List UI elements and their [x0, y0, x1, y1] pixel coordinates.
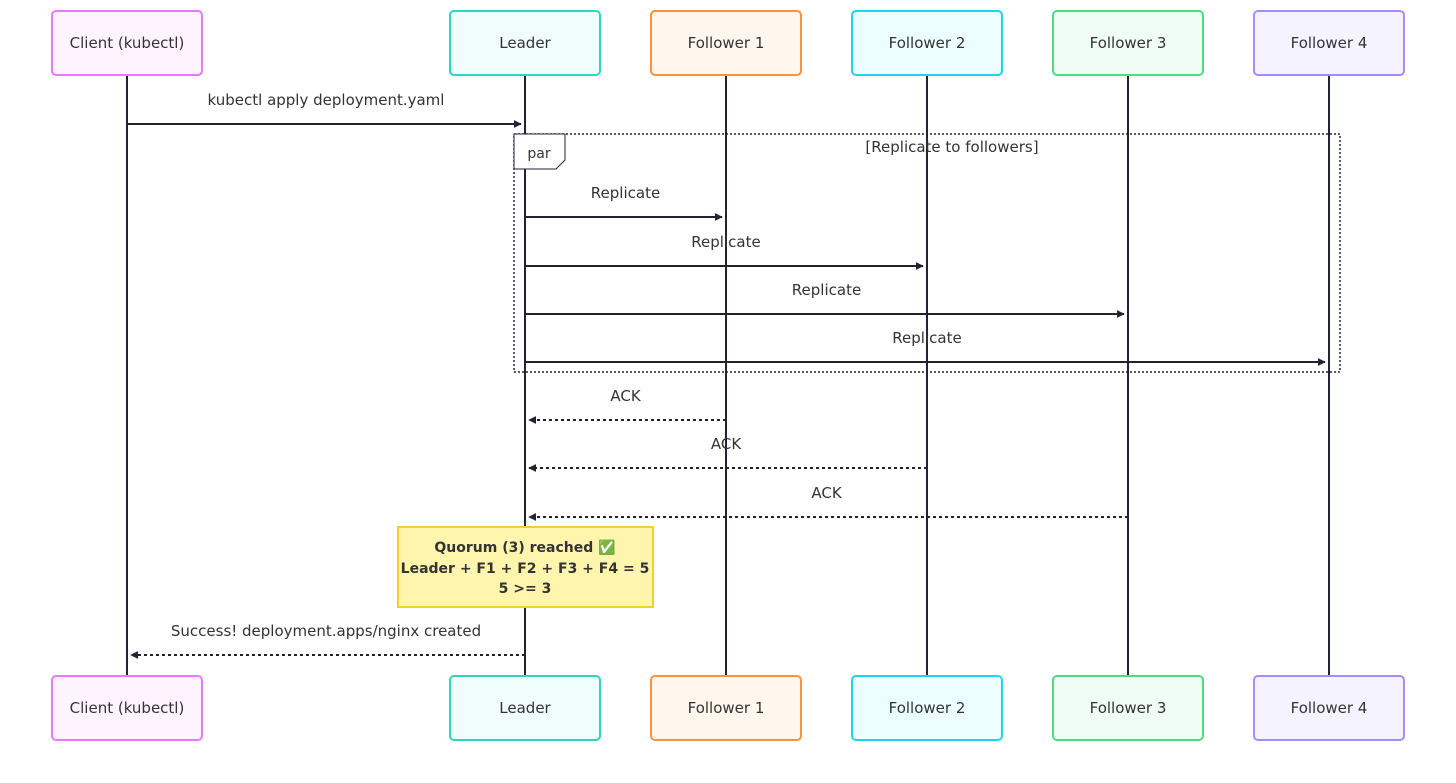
actor-label: Follower 1	[688, 34, 765, 52]
actor-label: Client (kubectl)	[70, 34, 185, 52]
message-2: Replicate	[525, 184, 723, 221]
messages: kubectl apply deployment.yamlReplicateRe…	[127, 91, 1326, 659]
actor-label: Follower 3	[1090, 699, 1167, 717]
actor-f3-top: Follower 3	[1052, 10, 1204, 76]
message-6: ACK	[528, 387, 726, 424]
actor-client-bottom: Client (kubectl)	[51, 675, 203, 741]
actor-leader-top: Leader	[449, 10, 601, 76]
actor-box	[1052, 675, 1204, 741]
actor-f2-top: Follower 2	[851, 10, 1003, 76]
actor-box	[650, 10, 802, 76]
message-9: Success! deployment.apps/nginx created	[130, 622, 525, 659]
quorum-note-line-1: Quorum (3) reached ✅	[434, 539, 615, 556]
actor-label: Client (kubectl)	[70, 699, 185, 717]
actor-label: Leader	[499, 699, 551, 717]
message-label: Success! deployment.apps/nginx created	[171, 622, 481, 640]
message-label: kubectl apply deployment.yaml	[208, 91, 445, 109]
message-5: Replicate	[525, 329, 1326, 366]
actor-box	[851, 10, 1003, 76]
actor-box	[449, 675, 601, 741]
actors: Client (kubectl)Client (kubectl)LeaderLe…	[51, 10, 1405, 741]
message-3: Replicate	[525, 233, 924, 270]
message-label: ACK	[610, 387, 641, 405]
actor-f4-top: Follower 4	[1253, 10, 1405, 76]
actor-box	[650, 675, 802, 741]
quorum-note-box	[397, 526, 654, 608]
actor-f2-bottom: Follower 2	[851, 675, 1003, 741]
par-frame-box	[513, 133, 1341, 373]
message-7: ACK	[528, 435, 927, 472]
actor-f4-bottom: Follower 4	[1253, 675, 1405, 741]
actor-box	[1253, 10, 1405, 76]
quorum-note: Quorum (3) reached ✅ Leader + F1 + F2 + …	[397, 526, 654, 608]
actor-label: Follower 2	[889, 699, 966, 717]
actor-f1-top: Follower 1	[650, 10, 802, 76]
actor-box	[851, 675, 1003, 741]
actor-client-top: Client (kubectl)	[51, 10, 203, 76]
actor-label: Follower 1	[688, 699, 765, 717]
actor-label: Follower 4	[1291, 699, 1368, 717]
par-frame-condition: [Replicate to followers]	[865, 138, 1038, 156]
actor-f1-bottom: Follower 1	[650, 675, 802, 741]
par-frame: par [Replicate to followers]	[513, 133, 1341, 373]
actor-label: Leader	[499, 34, 551, 52]
actor-f3-bottom: Follower 3	[1052, 675, 1204, 741]
message-8: ACK	[528, 484, 1128, 521]
message-4: Replicate	[525, 281, 1125, 318]
actor-label: Follower 4	[1291, 34, 1368, 52]
message-label: Replicate	[792, 281, 861, 299]
par-frame-keyword: par	[527, 146, 550, 162]
message-label: Replicate	[892, 329, 961, 347]
message-1: kubectl apply deployment.yaml	[127, 91, 522, 128]
message-label: Replicate	[591, 184, 660, 202]
message-label: ACK	[711, 435, 742, 453]
message-label: Replicate	[691, 233, 760, 251]
actor-box	[449, 10, 601, 76]
quorum-note-line-2: Leader + F1 + F2 + F3 + F4 = 5	[401, 561, 650, 577]
actor-label: Follower 2	[889, 34, 966, 52]
actor-box	[51, 675, 203, 741]
actor-box	[1253, 675, 1405, 741]
quorum-note-line-3: 5 >= 3	[499, 581, 552, 597]
actor-leader-bottom: Leader	[449, 675, 601, 741]
message-label: ACK	[811, 484, 842, 502]
actor-box	[1052, 10, 1204, 76]
lifelines	[126, 75, 1330, 676]
actor-box	[51, 10, 203, 76]
par-frame-label-box	[513, 133, 566, 170]
actor-label: Follower 3	[1090, 34, 1167, 52]
